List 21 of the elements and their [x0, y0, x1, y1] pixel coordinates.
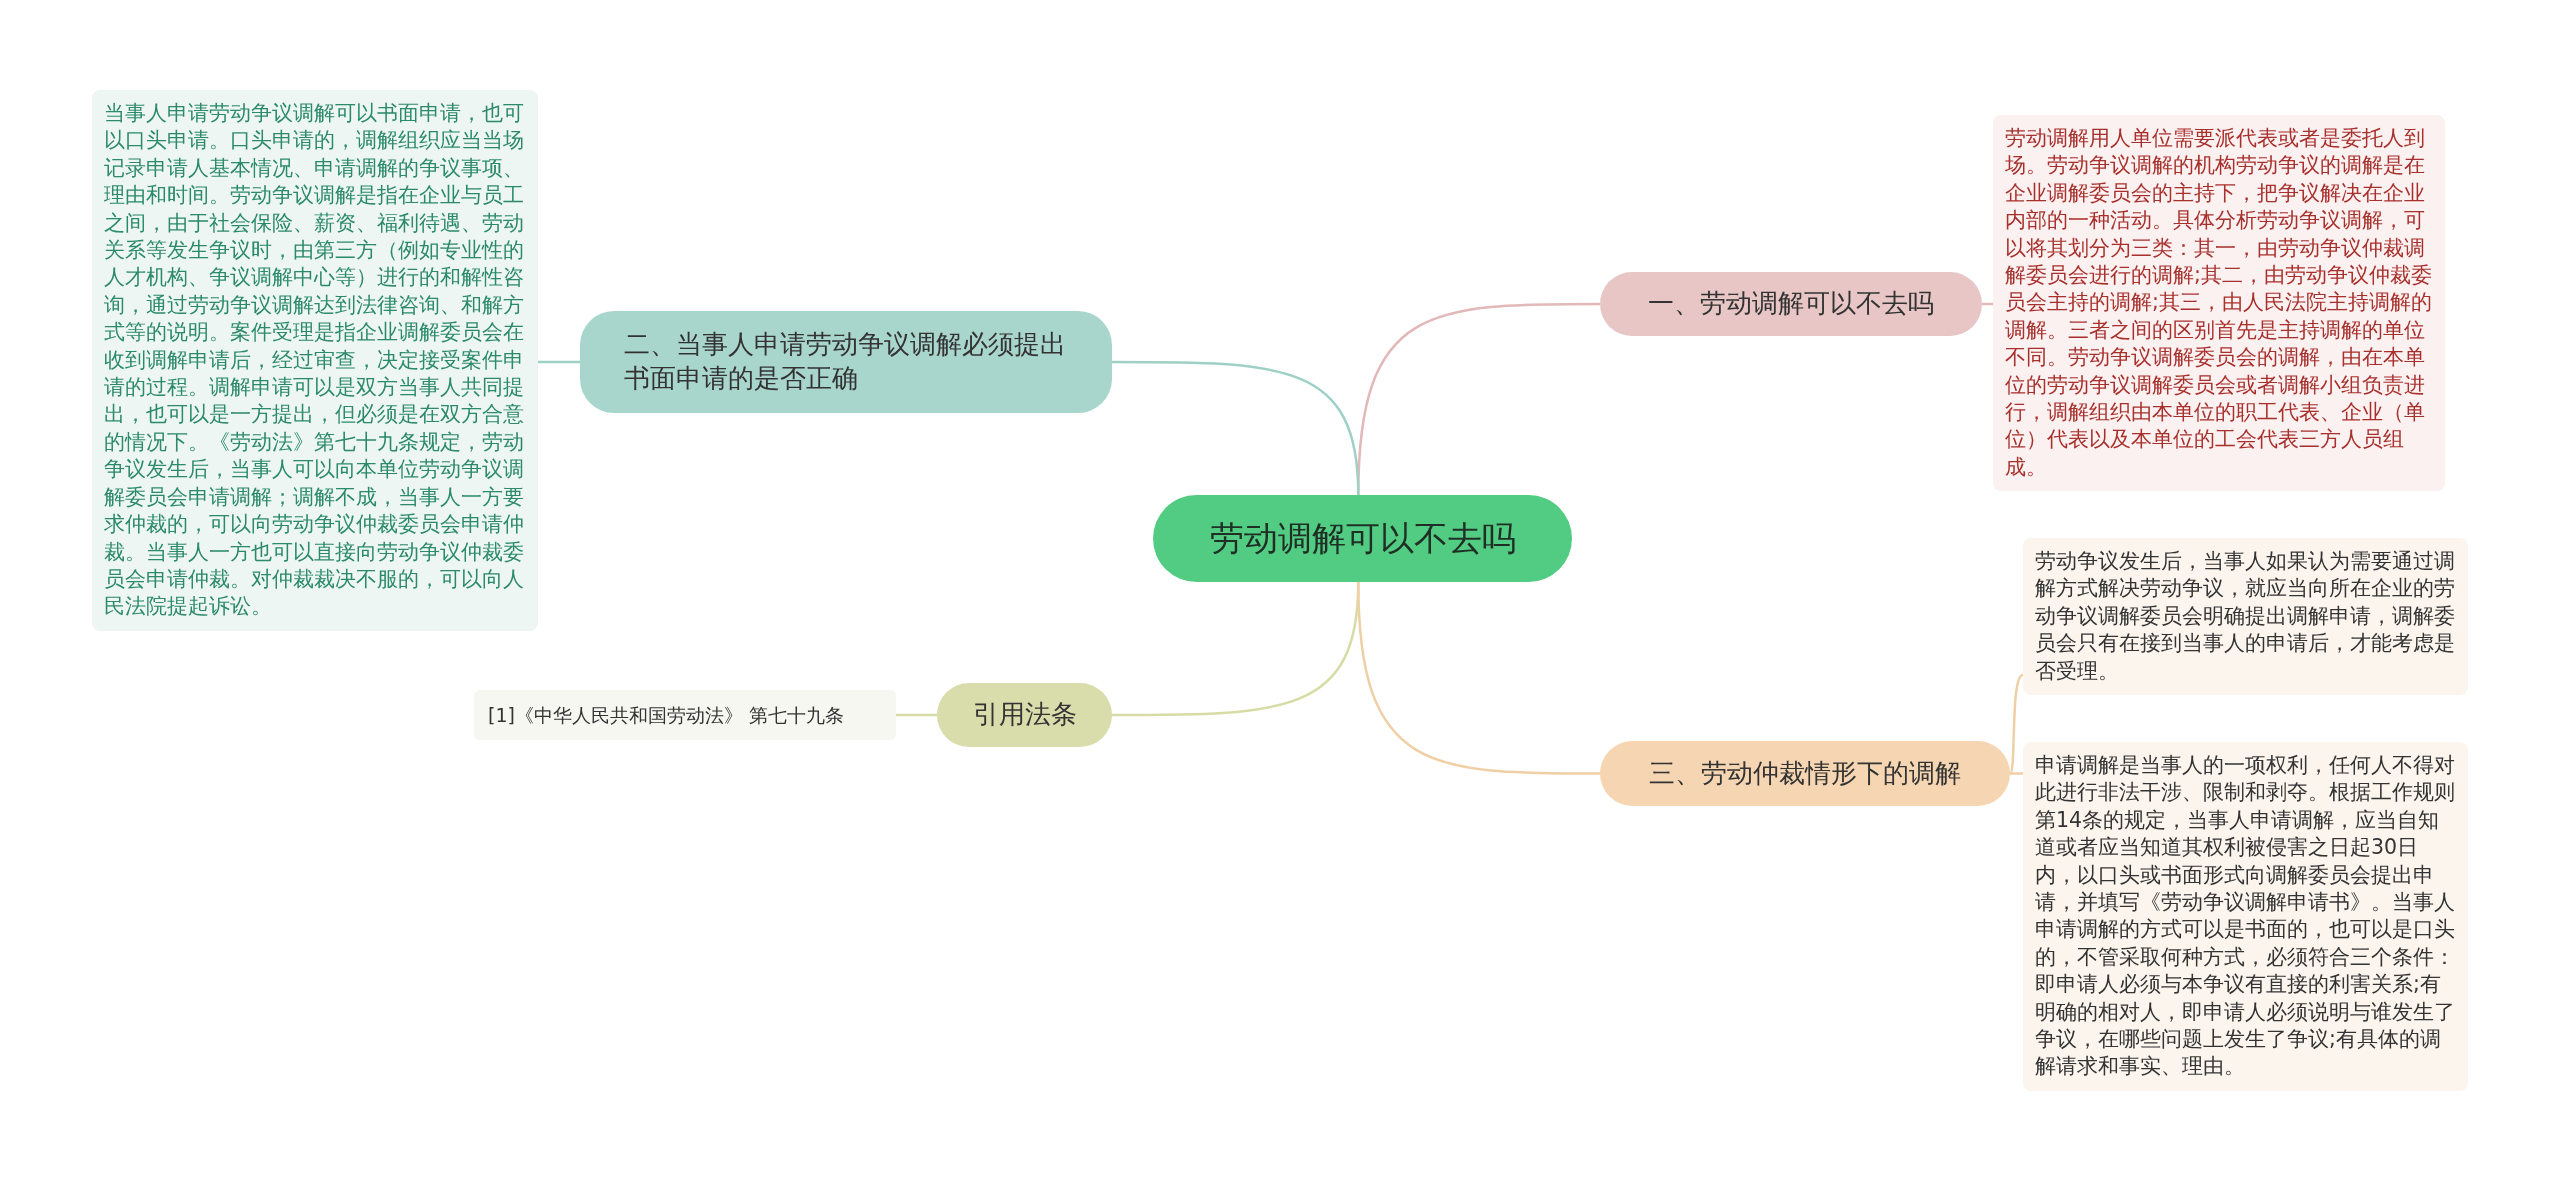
branch-topic	[1600, 741, 2010, 806]
note-text: 当事人申请劳动争议调解可以书面申请，也可以口头申请。口头申请的，调解组织应当当场记录申请人基本情况、申请调解的争议事项、理由和时间。劳动争议调解是指在企业与员工之间，由于社会保险、薪资、福利待遇、劳动关系等发生争议时，由第三方（例如专业性的人才机构、争议调解中心等）进行的和解性咨询，通过劳动争议调解达到法律咨询、和解方式等的说明。案件受理是指企业调解委员会在收到调解申请后，经过审查，决定接受案件申请的过程。调解申请可以是双方当事人共同提出，也可以是一方提出，但必须是在双方合意的情况下。《劳动法》第七十九条规定，劳动争议发生后，当事人可以向本单位劳动争议调解委员会申请调解；调解不成，当事人一方要求仲裁的，可以向劳动争议仲裁委员会申请仲裁。当事人一方也可以直接向劳动争议仲裁委员会申请仲裁。对仲裁裁决不服的，可以向人民法院提起诉讼。	[104, 101, 524, 619]
connector-line	[1112, 360, 1360, 496]
topic-text: 三、劳动仲裁情形下的调解	[1649, 756, 1961, 790]
note-text: 申请调解是当事人的一项权利，任何人不得对此进行非法干涉、限制和剥夺。根据工作规则第14条的规定，当事人申请调解，应当自知道或者应当知道其权利被侵害之日起30日内，以口头或书面形式向调解委员会提出申请，并填写《劳动争议调解申请书》。当事人申请调解的方式可以是书面的，也可以是口头的，不管采取何种方式，必须符合三个条件：即申请人必须与本争议有直接的利害关系;有明确的相对人，即申请人必须说明与谁发生了争议，在哪些问题上发生了争议;有具体的调解请求和事实、理由。	[2035, 753, 2455, 1079]
connector-line	[1357, 581, 1600, 775]
connector-line	[2010, 772, 2023, 775]
topic-text: 一、劳动调解可以不去吗	[1648, 287, 1934, 321]
branch-topic	[580, 311, 1112, 413]
note-text: 劳动争议发生后，当事人如果认为需要通过调解方式解决劳动争议，就应当向所在企业的劳动争议调解委员会明确提出调解申请，调解委员会只有在接到当事人的申请后，才能考虑是否受理。	[2035, 549, 2455, 683]
topic-text: 劳动调解可以不去吗	[1209, 517, 1516, 561]
topic-text: [1]《中华人民共和国劳动法》 第七十九条	[488, 702, 844, 728]
topic-text: 二、当事人申请劳动争议调解必须提出书面申请的是否正确	[624, 328, 1067, 395]
connector-line	[2008, 673, 2024, 775]
note-card	[2023, 538, 2468, 696]
note-text: 劳动调解用人单位需要派代表或者是委托人到场。劳动争议调解的机构劳动争议的调解是在企业调解委员会的主持下，把争议解决在企业内部的一种活动。具体分析劳动争议调解，可以将其划分为三类：其一，由劳动争议仲裁调解委员会进行的调解;其二，由劳动争议仲裁委员会主持的调解;其三，由人民法院主持调解的调解。三者之间的区别首先是主持调解的单位不同。劳动争议调解委员会的调解，由在本单位的劳动争议调解委员会或者调解小组负责进行，调解组织由本单位的职工代表、企业（单位）代表以及本单位的工会代表三方人员组成。	[2005, 126, 2432, 479]
connector-line	[896, 713, 937, 717]
connector-line	[538, 360, 580, 364]
topic-text: 引用法条	[972, 698, 1077, 732]
citation-card	[474, 690, 896, 740]
connector-line	[1357, 302, 1600, 496]
